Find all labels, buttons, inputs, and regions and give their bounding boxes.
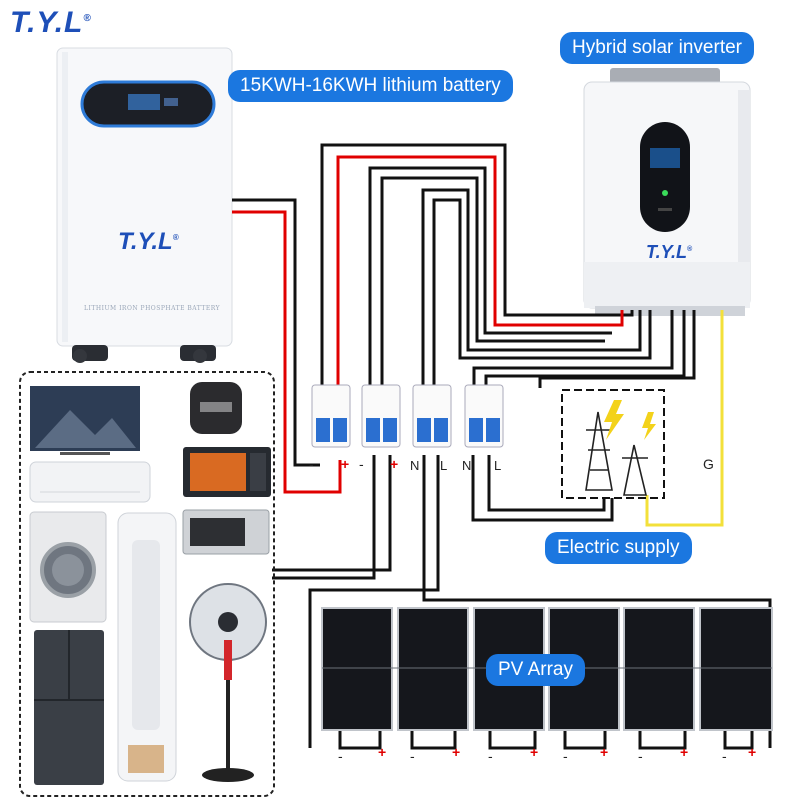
pv-terminal: - <box>563 748 568 764</box>
terminal-label: + <box>341 456 350 472</box>
battery-wheels <box>72 345 216 363</box>
tv-icon <box>30 386 140 455</box>
oven-icon <box>182 509 270 555</box>
battery-registered-mark: ® <box>172 233 179 242</box>
pv-terminal: + <box>378 744 387 760</box>
battery-subtitle: LITHIUM IRON PHOSPHATE BATTERY <box>84 305 221 312</box>
pv-terminal: - <box>638 748 643 764</box>
breakers <box>311 384 504 448</box>
terminal-label: - <box>359 456 364 472</box>
rice-cooker-icon <box>190 382 242 434</box>
pv-panel <box>699 607 773 731</box>
terminal-label: + <box>390 456 399 472</box>
breaker-dc-inverter <box>361 384 401 448</box>
pv-panel <box>623 607 695 731</box>
battery-callout: 15KWH-16KWH lithium battery <box>228 70 513 102</box>
pv-terminal: + <box>600 744 609 760</box>
pv-terminal: + <box>680 744 689 760</box>
battery-brand-text: T.Y.L <box>118 228 173 255</box>
pv-panel <box>321 607 393 731</box>
pv-terminal: - <box>338 748 343 764</box>
pv-terminal: + <box>530 744 539 760</box>
pv-terminal: + <box>748 744 757 760</box>
terminal-label: - <box>309 456 314 472</box>
pv-panel <box>397 607 469 731</box>
terminal-label: N <box>462 458 472 473</box>
lightning-icon-small <box>642 412 656 440</box>
brand-registered-mark: ® <box>83 13 92 24</box>
terminal-label: N <box>410 458 420 473</box>
supply-callout: Electric supply <box>545 532 692 564</box>
brand-name: T.Y.L <box>10 6 84 39</box>
pv-terminal: - <box>488 748 493 764</box>
battery-brand: T.Y.L® <box>118 228 179 256</box>
wires <box>232 143 772 750</box>
inverter-terminals <box>595 306 745 316</box>
tower-ac-icon <box>117 512 177 782</box>
lightning-icon <box>604 400 624 440</box>
breaker-dc-battery <box>311 384 351 448</box>
electric-supply-icon <box>561 389 665 499</box>
pylon-icon <box>585 411 648 496</box>
inverter-callout: Hybrid solar inverter <box>560 32 754 64</box>
pv-terminal: - <box>410 748 415 764</box>
inverter-brand-text: T.Y.L <box>646 242 688 262</box>
pv-terminal: - <box>722 748 727 764</box>
refrigerator-icon <box>34 630 104 785</box>
breaker-ac-grid <box>464 384 504 448</box>
terminal-label: L <box>494 458 502 473</box>
inverter-registered-mark: ® <box>687 246 693 253</box>
brand-logo: T.Y.L® <box>10 6 92 40</box>
pv-callout: PV Array <box>486 654 585 686</box>
terminal-label: L <box>440 458 448 473</box>
battery-unit <box>56 47 233 363</box>
inverter-unit <box>583 68 751 316</box>
microwave-icon <box>183 447 271 497</box>
ground-label: G <box>703 456 714 472</box>
fan-icon <box>189 583 267 782</box>
pv-terminal: + <box>452 744 461 760</box>
washing-machine-icon <box>29 511 107 623</box>
breaker-ac-load <box>412 384 452 448</box>
appliance-group <box>19 371 275 797</box>
inverter-brand: T.Y.L® <box>646 242 692 263</box>
air-conditioner-icon <box>29 461 151 503</box>
